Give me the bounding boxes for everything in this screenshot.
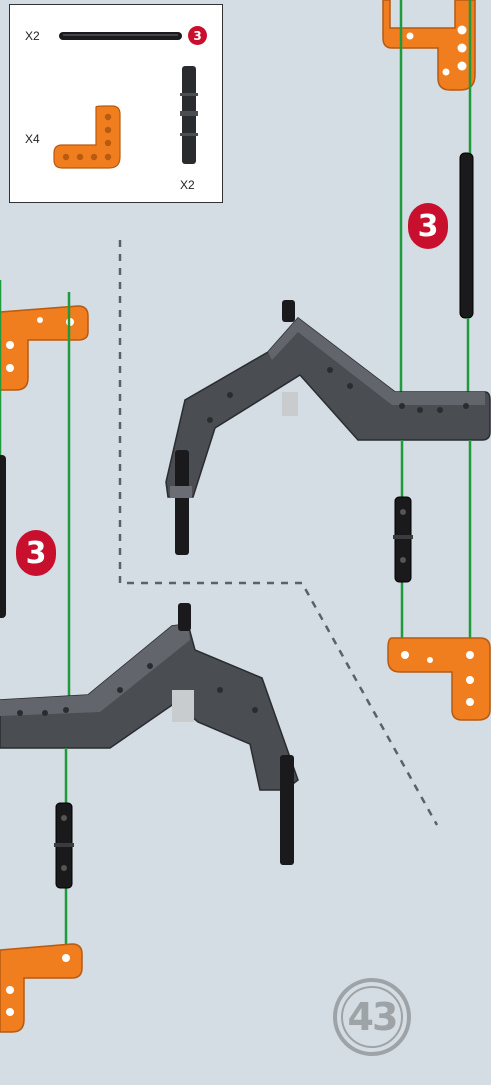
axle-size-callout: 3 xyxy=(408,203,448,249)
black-connector-pin-icon xyxy=(393,497,413,582)
page-number: 43 xyxy=(341,986,403,1048)
l-beam-quantity: X4 xyxy=(25,132,40,146)
orange-l-beam-icon xyxy=(383,0,475,90)
black-axle xyxy=(460,153,473,318)
dark-beam-frame xyxy=(0,603,298,865)
orange-l-beam-icon xyxy=(52,105,122,171)
page-number-badge: 43 xyxy=(333,978,411,1056)
axle-size-badge: 3 xyxy=(188,26,207,45)
orange-l-beam-icon xyxy=(388,638,490,720)
black-connector-pin-icon xyxy=(54,803,74,888)
dark-beam-frame xyxy=(166,300,490,555)
orange-l-beam-icon xyxy=(0,944,82,1032)
axle-quantity: X2 xyxy=(25,29,40,43)
black-axle-icon xyxy=(58,31,183,41)
parts-list-box: X2 3 X4 X2 xyxy=(9,4,223,203)
black-connector-pin-icon xyxy=(177,65,201,165)
axle-size-callout: 3 xyxy=(16,530,56,576)
connector-quantity: X2 xyxy=(180,178,195,192)
orange-l-beam-icon xyxy=(0,306,88,390)
black-axle xyxy=(0,455,6,618)
